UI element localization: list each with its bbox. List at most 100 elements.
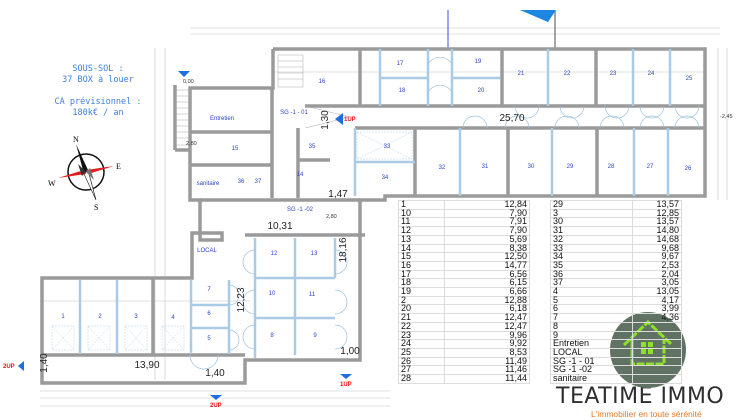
table-row: 8 bbox=[549, 321, 682, 332]
cell-label: 6 bbox=[549, 304, 634, 315]
room-19: 19 bbox=[475, 59, 482, 65]
room-sanitaire: sanitaire bbox=[197, 181, 220, 187]
room-11: 11 bbox=[309, 292, 316, 298]
room-entretien: Entretien bbox=[210, 116, 234, 122]
logo-tagline: L'immobilier en toute sérénité bbox=[591, 409, 702, 419]
storage-box-crosses bbox=[51, 131, 413, 351]
room-local: LOCAL bbox=[197, 248, 217, 254]
room-15: 15 bbox=[232, 146, 239, 152]
room-16: 16 bbox=[319, 79, 326, 85]
level-stair: 2,80 bbox=[186, 141, 197, 147]
door-swings bbox=[189, 56, 700, 370]
room-34: 34 bbox=[382, 175, 389, 181]
compass-west: W bbox=[48, 179, 56, 188]
dim-height-right: 18,16 bbox=[338, 237, 349, 262]
cell-value bbox=[632, 321, 682, 332]
dim-bottom-corridor: 13,90 bbox=[134, 360, 159, 371]
level-markers: 1UP 1UP 2UP 2UP bbox=[3, 71, 356, 409]
level-top-left: 0,00 bbox=[183, 79, 194, 85]
cell-label: 4 bbox=[549, 287, 634, 297]
room-9: 9 bbox=[313, 333, 317, 339]
room-20: 20 bbox=[478, 88, 485, 94]
cell-value bbox=[632, 365, 682, 376]
note-line: SOUS-SOL : bbox=[72, 64, 124, 74]
room-13: 13 bbox=[311, 251, 318, 257]
room-4: 4 bbox=[171, 315, 175, 321]
summary-note: SOUS-SOL : 37 BOX à louer CA prévisionne… bbox=[38, 64, 158, 119]
cell-label: 37 bbox=[549, 278, 634, 289]
level-sg102: 2,80 bbox=[326, 214, 337, 220]
partitions bbox=[78, 49, 672, 358]
cell-value bbox=[632, 339, 682, 349]
staircase bbox=[175, 54, 351, 146]
room-12: 12 bbox=[271, 251, 278, 257]
section-marker-icon bbox=[520, 10, 556, 22]
cell-value: 4,36 bbox=[632, 313, 682, 323]
marker-2up-bottom: 2UP bbox=[210, 403, 222, 409]
room-sg-1-02: SG -1 -02 bbox=[287, 207, 314, 213]
dim-door-right: 1,00 bbox=[340, 346, 360, 357]
cell-label: 29 bbox=[549, 200, 634, 210]
room-1: 1 bbox=[61, 314, 65, 320]
room-30: 30 bbox=[528, 164, 535, 170]
room-32: 32 bbox=[439, 165, 446, 171]
dim-step: 1,47 bbox=[328, 189, 348, 200]
room-8: 8 bbox=[270, 333, 274, 339]
marker-1up-bottom: 1UP bbox=[340, 382, 352, 388]
room-25: 25 bbox=[686, 76, 693, 82]
room-3: 3 bbox=[134, 314, 138, 320]
dim-corridor: 25,70 bbox=[499, 113, 524, 124]
table-row: sanitaire bbox=[549, 374, 682, 384]
room-22: 22 bbox=[564, 71, 571, 77]
room-36: 36 bbox=[238, 179, 245, 185]
note-line: CA prévisionnel : bbox=[54, 97, 142, 107]
room-21: 21 bbox=[518, 71, 525, 77]
room-23: 23 bbox=[610, 71, 617, 77]
compass-east: E bbox=[116, 162, 121, 171]
room-29: 29 bbox=[567, 164, 574, 170]
up-arrow-icon bbox=[340, 374, 352, 379]
cell-label: sanitaire bbox=[549, 374, 634, 384]
marker-1up-top: 1UP bbox=[344, 117, 356, 123]
dim-door-sg: 1,30 bbox=[320, 110, 331, 130]
dim-door-left: 1,40 bbox=[39, 353, 50, 373]
level-right: -2,45 bbox=[720, 114, 733, 120]
cell-value bbox=[632, 356, 682, 367]
room-31: 31 bbox=[482, 164, 489, 170]
room-7: 7 bbox=[207, 287, 211, 293]
cell-value: 14,68 bbox=[632, 234, 682, 245]
cell-label: 28 bbox=[397, 374, 446, 384]
room-14: 14 bbox=[297, 172, 304, 178]
room-27: 27 bbox=[647, 164, 654, 170]
cell-label: 7 bbox=[549, 313, 634, 323]
up-arrow-icon bbox=[335, 113, 343, 125]
dim-sg102-width: 10,31 bbox=[267, 221, 292, 232]
room-labels: 17 18 16 19 20 21 22 23 24 25 SG -1 - 01… bbox=[61, 59, 693, 342]
room-17: 17 bbox=[397, 61, 404, 67]
room-24: 24 bbox=[648, 71, 655, 77]
cell-label: 8 bbox=[549, 321, 634, 332]
room-35: 35 bbox=[309, 144, 316, 150]
room-6: 6 bbox=[207, 311, 211, 317]
room-10: 10 bbox=[269, 291, 276, 297]
up-arrow-icon bbox=[210, 395, 222, 400]
level-triangle-icon bbox=[178, 71, 190, 77]
room-2: 2 bbox=[98, 314, 102, 320]
compass-south: S bbox=[94, 203, 98, 212]
room-26: 26 bbox=[685, 166, 692, 172]
cell-value: 11,44 bbox=[444, 374, 530, 384]
dimension-labels: 25,70 10,31 18,16 12,23 13,90 1,40 1,40 … bbox=[39, 79, 733, 379]
room-37: 37 bbox=[255, 179, 262, 185]
note-line: 37 BOX à louer bbox=[62, 75, 134, 85]
cell-value: 13,05 bbox=[632, 287, 682, 297]
cell-label: 5 bbox=[549, 295, 634, 306]
up-arrow-icon bbox=[18, 361, 24, 371]
room-28: 28 bbox=[608, 164, 615, 170]
marker-2up-left: 2UP bbox=[3, 364, 15, 370]
cell-value bbox=[632, 330, 682, 341]
